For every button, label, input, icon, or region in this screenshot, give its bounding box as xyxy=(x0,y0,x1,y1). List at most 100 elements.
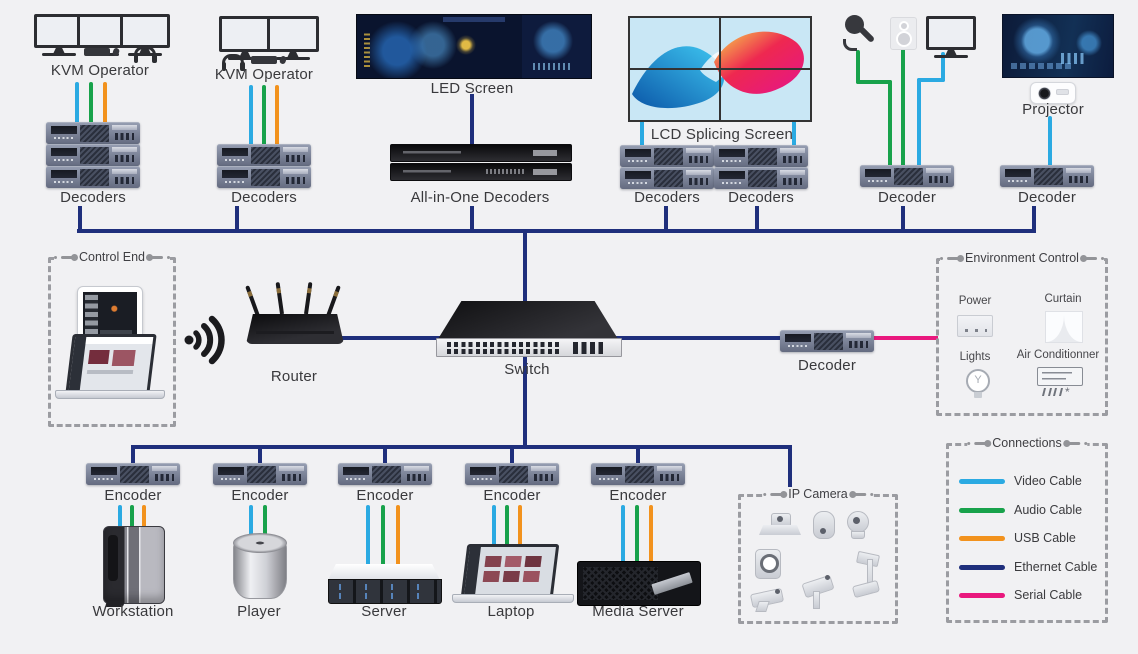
control-end-title-text: Control End xyxy=(78,250,146,264)
video-cable xyxy=(792,116,796,148)
video-cable xyxy=(492,505,496,547)
all-in-one-decoder-unit xyxy=(390,144,572,162)
audio-cable xyxy=(901,48,905,167)
legend-label: Ethernet Cable xyxy=(1014,560,1098,574)
environment-control-title-text: Environment Control xyxy=(965,251,1079,265)
video-cable xyxy=(640,116,644,148)
environment-control-title: Environment Control xyxy=(940,251,1104,265)
ethernet-stub-decoders4 xyxy=(755,206,759,231)
video-cable xyxy=(621,505,625,563)
video-cable xyxy=(917,78,945,82)
video-cable-swatch xyxy=(959,478,1005,484)
encoder-5-label: Encoder xyxy=(609,487,667,504)
encoder-unit xyxy=(86,463,180,485)
ip-camera-title-text: IP Camera xyxy=(788,487,848,501)
encoder-unit xyxy=(213,463,307,485)
video-cable xyxy=(366,505,370,566)
audio-cable xyxy=(263,505,267,542)
laptop-icon xyxy=(55,334,165,400)
power-label: Power xyxy=(958,295,992,307)
audio-cable xyxy=(381,505,385,566)
usb-cable xyxy=(649,505,653,563)
environment-control-group: Environment Control Power Curtain Lights… xyxy=(936,251,1108,416)
ethernet-bus-to-switch xyxy=(523,229,527,303)
ethernet-cable-swatch xyxy=(959,564,1005,570)
ip-camera-title: IP Camera xyxy=(763,487,873,501)
video-cable xyxy=(1048,116,1052,167)
audio-cable xyxy=(856,80,892,84)
air-conditioner-label: Air Conditionner xyxy=(1016,349,1100,361)
encoder-2-label: Encoder xyxy=(231,487,289,504)
monitor-icon xyxy=(267,16,319,52)
legend-label: Video Cable xyxy=(1014,474,1082,488)
decoder-unit xyxy=(780,330,874,352)
router-antenna xyxy=(326,285,341,317)
decoder-serial-label: Decoder xyxy=(797,357,857,374)
title-decoration xyxy=(1062,439,1087,447)
router-label: Router xyxy=(270,368,318,385)
led-screen-label: LED Screen xyxy=(430,80,514,97)
player-icon xyxy=(233,533,287,599)
legend-row: Serial Cable xyxy=(959,588,1082,602)
lcd-splicing-screen-label: LCD Splicing Screen xyxy=(650,126,794,143)
legend-row: Video Cable xyxy=(959,474,1082,488)
router-icon xyxy=(246,314,344,344)
wifi-icon xyxy=(184,315,225,365)
usb-cable-swatch xyxy=(959,535,1005,541)
ethernet-stub-decoder-av xyxy=(901,206,905,231)
decoder-unit xyxy=(620,167,714,189)
video-cable xyxy=(249,85,253,146)
usb-cable xyxy=(142,505,146,528)
title-decoration xyxy=(763,490,788,498)
ethernet-switch-decoder xyxy=(614,336,782,340)
server-label: Server xyxy=(361,603,407,620)
led-screen-image xyxy=(356,14,592,79)
curtain-label: Curtain xyxy=(1044,293,1082,305)
audio-cable xyxy=(888,80,892,167)
audio-cable xyxy=(130,505,134,528)
workstation-label: Workstation xyxy=(92,603,174,620)
ethernet-bus-bottom xyxy=(131,445,792,449)
audio-cable xyxy=(89,82,93,124)
ethernet-stub-ip-camera xyxy=(788,445,792,494)
audio-cable xyxy=(262,85,266,146)
decoders-1-label: Decoders xyxy=(60,189,126,206)
audio-cable xyxy=(505,505,509,547)
decoder-unit xyxy=(46,144,140,166)
keyboard-icon xyxy=(251,56,277,64)
light-bulb-icon xyxy=(966,369,990,393)
monitor-icon xyxy=(34,14,84,48)
encoder-unit xyxy=(338,463,432,485)
decoder-unit xyxy=(1000,165,1094,187)
projector-label: Projector xyxy=(1022,101,1084,118)
decoder-unit xyxy=(217,166,311,188)
curtain-icon xyxy=(1045,311,1083,343)
title-decoration xyxy=(146,253,171,261)
router-antenna xyxy=(275,282,284,315)
encoder-1-label: Encoder xyxy=(104,487,162,504)
all-in-one-decoders-label: All-in-One Decoders xyxy=(410,189,550,206)
ethernet-stub-encoder4 xyxy=(510,445,514,465)
connections-legend: Connections Video Cable Audio Cable USB … xyxy=(946,436,1108,623)
laptop-base xyxy=(55,390,165,399)
decoder-projector-label: Decoder xyxy=(1017,189,1077,206)
decoder-unit xyxy=(860,165,954,187)
workstation-icon xyxy=(103,526,165,604)
kvm-operator-2-label: KVM Operator xyxy=(214,66,314,83)
usb-cable xyxy=(275,85,279,146)
legend-row: Ethernet Cable xyxy=(959,560,1097,574)
legend-label: Audio Cable xyxy=(1014,503,1083,517)
title-decoration xyxy=(1079,254,1104,262)
legend-title-text: Connections xyxy=(992,436,1062,450)
video-cable xyxy=(941,52,945,82)
decoder-unit xyxy=(46,166,140,188)
encoder-unit xyxy=(591,463,685,485)
legend-title: Connections xyxy=(967,436,1087,450)
laptop-screen xyxy=(65,334,157,394)
decoder-av-label: Decoder xyxy=(877,189,937,206)
router-antenna xyxy=(304,282,313,315)
headphones-icon xyxy=(133,46,157,63)
ethernet-router-switch xyxy=(342,336,442,340)
laptop-label: Laptop xyxy=(487,603,535,620)
laptop-screen xyxy=(460,544,560,598)
